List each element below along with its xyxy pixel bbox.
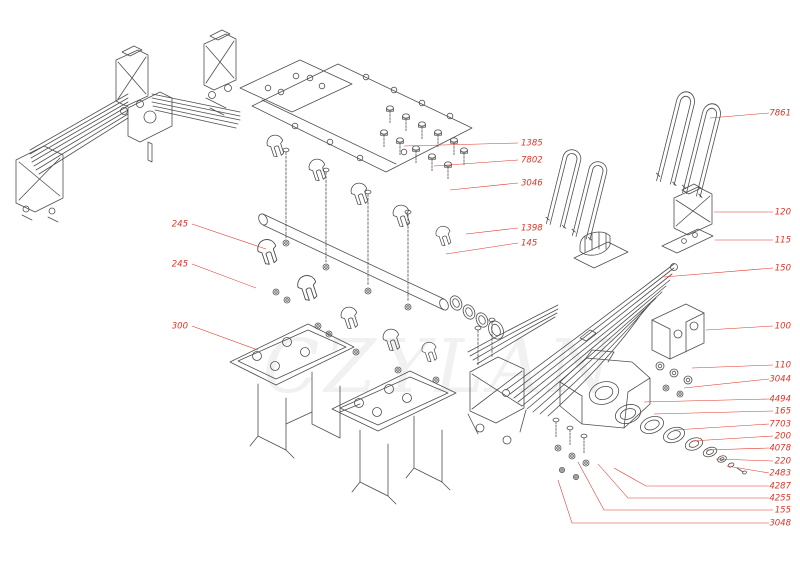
part-number-label: 155 [775, 506, 791, 516]
part-number-label: 3048 [769, 519, 791, 529]
pedestal-bracket [229, 323, 457, 505]
leader-line [705, 447, 770, 451]
part-number-label: 4494 [769, 395, 791, 405]
leader-line [663, 267, 774, 278]
leader-line [613, 467, 769, 487]
part-number-label: 4255 [769, 494, 791, 504]
part-number-label: 3044 [769, 375, 791, 385]
part-number-label: 1385 [521, 139, 543, 149]
leader-line [705, 325, 774, 331]
u-bolts-rear [654, 88, 726, 199]
part-number-label: 4287 [769, 482, 791, 492]
rear-hanger-bracket [673, 183, 713, 236]
leader-line [597, 463, 769, 499]
front-tandem-assembly [15, 29, 241, 223]
part-number-label: 100 [775, 322, 791, 332]
u-bolts-center [543, 146, 612, 241]
part-number-label: 2483 [769, 469, 791, 479]
spring-clamps-and-studs [264, 132, 455, 311]
leader-line [709, 112, 770, 119]
part-number-label: 4078 [769, 444, 791, 454]
leader-line [683, 378, 770, 389]
torque-rod-tube [258, 213, 504, 340]
leader-line [643, 398, 770, 403]
washers-and-nuts [655, 361, 693, 398]
leader-line [557, 479, 769, 524]
part-number-label: 7703 [769, 420, 791, 430]
part-number-label: 7802 [521, 156, 543, 166]
line-art-layer [15, 29, 747, 505]
leader-line [445, 242, 519, 255]
leader-line [191, 325, 259, 351]
leader-line [673, 423, 770, 431]
wear-plate [661, 228, 714, 254]
part-number-label: 7861 [769, 109, 791, 119]
part-number-label: 145 [521, 239, 537, 249]
rubber-bumper [573, 231, 629, 269]
part-number-labels: 245 245 300 1385 7802 3046 1398 145 7861 120 115 15… [172, 109, 792, 529]
main-leaf-spring [502, 263, 678, 417]
part-number-label: 200 [775, 432, 791, 442]
part-number-label: 220 [775, 457, 791, 467]
leader-line [191, 263, 257, 289]
axle-seat-casting [559, 349, 651, 429]
leader-line [191, 223, 267, 250]
equalizer-plate [239, 59, 473, 173]
spring-hanger-bracket [467, 304, 559, 445]
leader-line [653, 410, 774, 415]
leader-line [715, 458, 774, 462]
fastener-cluster [552, 417, 590, 480]
part-number-label: 300 [172, 322, 188, 332]
part-number-label: 165 [775, 407, 791, 417]
leader-line [449, 182, 519, 191]
leader-line [691, 364, 774, 369]
part-number-label: 120 [775, 208, 791, 218]
lower-bracket [651, 303, 705, 360]
leader-line [465, 227, 519, 235]
leader-line [691, 435, 774, 442]
part-number-label: 115 [775, 236, 791, 246]
leader-line [433, 159, 519, 167]
part-number-label: 110 [775, 361, 791, 371]
part-number-label: 3046 [521, 179, 543, 189]
part-number-label: 245 [172, 260, 188, 270]
watermark-text: CZYLAN [263, 324, 617, 410]
part-number-label: 1398 [521, 224, 543, 234]
part-number-label: 150 [775, 264, 791, 274]
part-number-label: 245 [172, 220, 188, 230]
leader-line [726, 465, 770, 474]
leader-line [403, 142, 519, 147]
leader-line [577, 461, 773, 511]
